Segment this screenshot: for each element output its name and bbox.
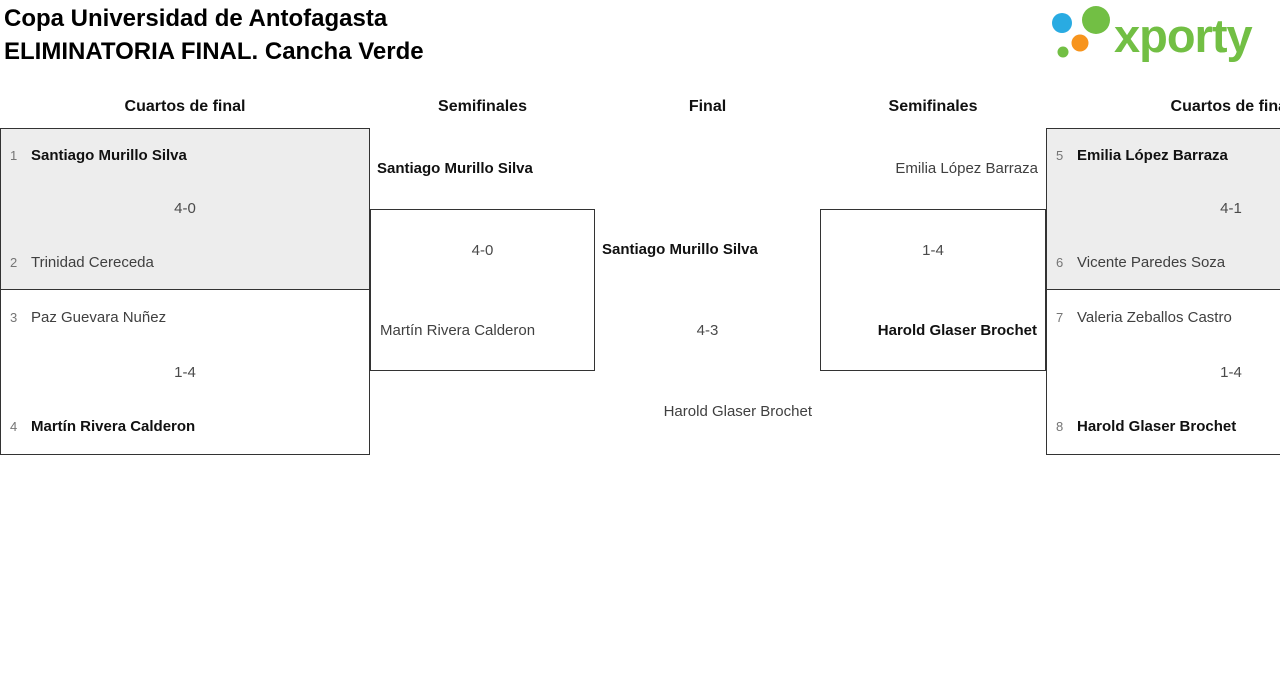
player-row: 1 Santiago Murillo Silva (1, 129, 369, 182)
seed-number: 7 (1056, 309, 1064, 325)
player-name: Valeria Zeballos Castro (1077, 308, 1232, 326)
seed-number: 5 (1056, 148, 1064, 164)
player-row: 6 Vicente Paredes Soza (1047, 236, 1280, 289)
player-name: Vicente Paredes Soza (1077, 253, 1226, 271)
player-row: 5 Emilia López Barraza (1047, 129, 1280, 182)
player-name: Trinidad Cereceda (31, 253, 154, 271)
player-name: Martín Rivera Calderon (380, 321, 536, 339)
player-name: Santiago Murillo Silva (602, 241, 758, 258)
player-name: Harold Glaser Brochet (877, 321, 1037, 339)
final-top-player-slot: Santiago Murillo Silva (595, 209, 820, 290)
player-row: 4 Martín Rivera Calderon (1, 399, 369, 454)
final-bottom-player-slot: Harold Glaser Brochet (595, 371, 820, 452)
page-header: Copa Universidad de Antofagasta ELIMINAT… (4, 2, 424, 68)
match-quarterfinal-1: 1 Santiago Murillo Silva 4-0 2 Trinidad … (0, 128, 370, 290)
match-semifinal-2: 1-4 Harold Glaser Brochet (820, 209, 1046, 371)
score-row: 1-4 (1220, 363, 1242, 381)
player-name: Harold Glaser Brochet (663, 403, 812, 420)
logo-dot-green-small (1057, 46, 1069, 58)
player-name: Emilia López Barraza (895, 160, 1038, 177)
final-score-slot: 4-3 (696, 322, 719, 339)
logo-dot-blue (1052, 13, 1072, 33)
round-header-semis-left: Semifinales (438, 98, 527, 115)
tournament-subtitle: ELIMINATORIA FINAL. Cancha Verde (4, 38, 424, 65)
round-header-final: Final (688, 98, 727, 115)
player-row: Martín Rivera Calderon (371, 290, 594, 370)
player-row: Harold Glaser Brochet (821, 290, 1045, 370)
seed-number: 2 (10, 254, 18, 270)
player-row: 3 Paz Guevara Nuñez (1, 290, 369, 345)
xporty-logo-dots-icon (1052, 6, 1110, 58)
seed-number: 3 (10, 309, 18, 325)
match-quarterfinal-4: 7 Valeria Zeballos Castro 1-4 8 Harold G… (1046, 289, 1280, 455)
round-header-quarters-right: Cuartos de final (1170, 98, 1280, 115)
seed-number: 4 (10, 419, 18, 435)
player-name: Martín Rivera Calderon (31, 418, 196, 436)
player-name: Santiago Murillo Silva (31, 147, 187, 165)
score-row: 4-0 (174, 200, 196, 218)
player-row: 7 Valeria Zeballos Castro (1047, 290, 1280, 345)
tournament-title: Copa Universidad de Antofagasta (4, 5, 388, 32)
semifinal-2-top-player-slot: Emilia López Barraza (820, 128, 1046, 209)
seed-number: 1 (10, 148, 18, 164)
player-row: 8 Harold Glaser Brochet (1047, 399, 1280, 454)
player-name: Harold Glaser Brochet (1077, 418, 1237, 436)
xporty-logo[interactable]: xporty (1050, 6, 1253, 64)
round-header-quarters-left: Cuartos de final (124, 98, 246, 115)
round-header-semis-right: Semifinales (888, 98, 978, 115)
match-quarterfinal-3: 5 Emilia López Barraza 4-1 6 Vicente Par… (1046, 128, 1280, 290)
player-row: 2 Trinidad Cereceda (1, 236, 369, 289)
logo-dot-orange (1071, 34, 1089, 52)
player-name: Santiago Murillo Silva (377, 160, 533, 177)
xporty-logo-wordmark: xporty (1114, 8, 1253, 62)
match-quarterfinal-2: 3 Paz Guevara Nuñez 1-4 4 Martín Rivera … (0, 289, 370, 455)
score-row: 1-4 (922, 241, 944, 259)
semifinal-1-top-player-slot: Santiago Murillo Silva (370, 128, 595, 209)
score-row: 4-1 (1220, 200, 1242, 218)
score-row: 4-0 (471, 241, 494, 259)
logo-dot-green-large (1082, 6, 1110, 34)
match-semifinal-1: 4-0 Martín Rivera Calderon (370, 209, 595, 371)
seed-number: 8 (1056, 419, 1064, 435)
player-name: Paz Guevara Nuñez (31, 308, 167, 326)
player-name: Emilia López Barraza (1077, 147, 1228, 165)
seed-number: 6 (1056, 254, 1064, 270)
score-row: 1-4 (174, 363, 196, 381)
